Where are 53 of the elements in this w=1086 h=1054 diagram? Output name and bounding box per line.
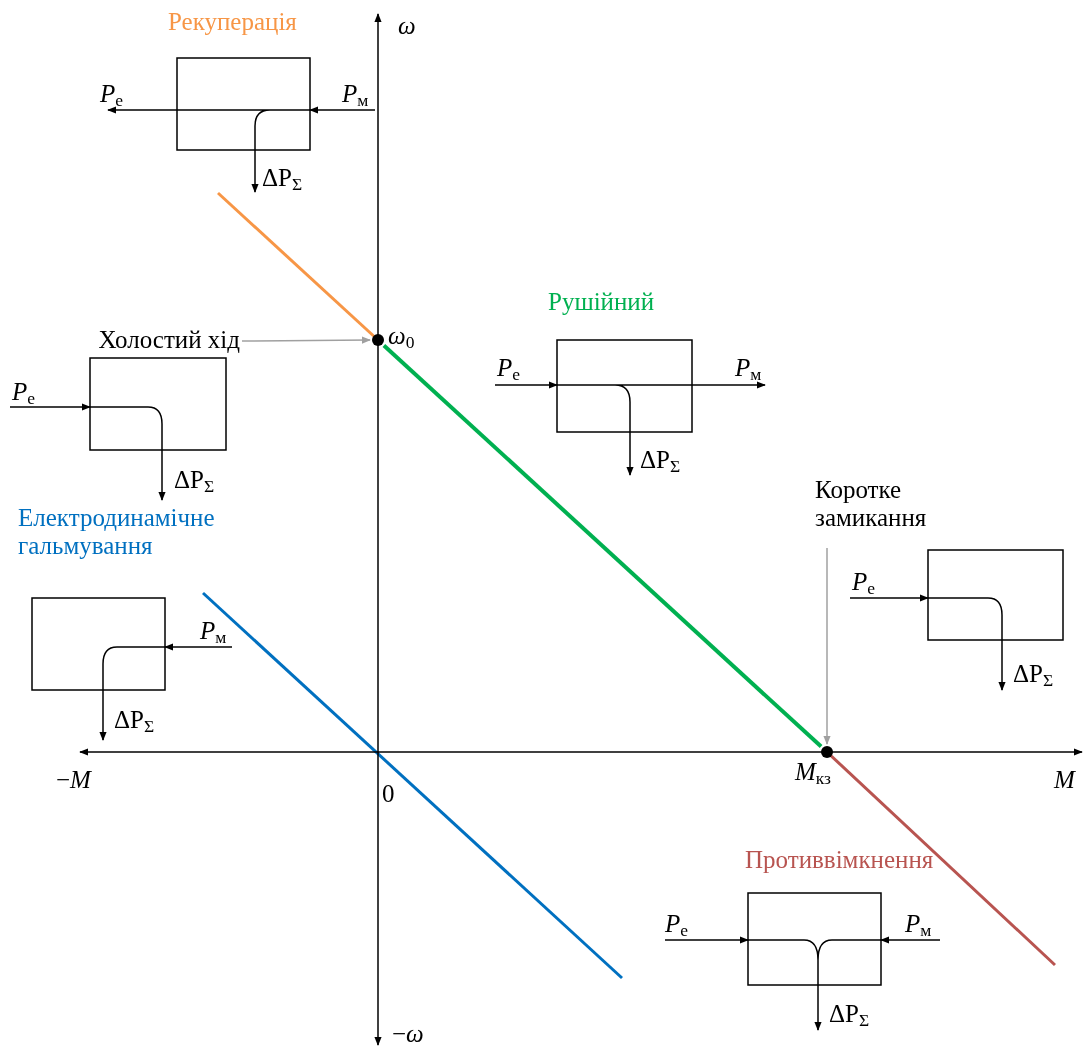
power-label: P$_{м}$: [735, 354, 762, 382]
arrow: [309, 106, 376, 114]
arrow: [849, 594, 929, 602]
power-label: P$_{е}$: [665, 910, 689, 938]
annotation-text: Холостий хід: [32, 326, 240, 354]
mode-label: Електродинамічне гальмування: [18, 504, 216, 559]
operating-point: [372, 334, 384, 346]
mode-label: Рушійний: [548, 288, 655, 316]
loss-label: ΔP$_{Σ}$: [114, 706, 155, 734]
point-label: ω$_{0}$: [388, 322, 415, 350]
axis-label: M: [1054, 766, 1075, 794]
arrow: [494, 381, 558, 389]
axis-label: ω: [398, 12, 416, 40]
arrow: [251, 149, 259, 193]
leader-arrow: [241, 336, 371, 344]
arrow: [691, 381, 766, 389]
loss-label: ΔP$_{Σ}$: [640, 446, 681, 474]
power-label: P$_{е}$: [852, 568, 876, 596]
arrow: [814, 984, 822, 1031]
loss-label: ΔP$_{Σ}$: [174, 466, 215, 494]
power-label: P$_{е}$: [497, 354, 521, 382]
power-label: P$_{м}$: [342, 80, 369, 108]
mode-label: Противвімкнення: [745, 846, 934, 874]
power-label: P$_{м}$: [905, 910, 932, 938]
arrow: [880, 936, 941, 944]
arrow: [664, 936, 749, 944]
energy-flow-box: [556, 339, 693, 433]
power-label: P$_{е}$: [12, 378, 36, 406]
axis-label: 0: [382, 780, 395, 808]
loss-label: ΔP$_{Σ}$: [829, 1000, 870, 1028]
mode-label: Рекуперація: [168, 8, 297, 36]
energy-flow-box: [927, 549, 1064, 641]
operating-point: [821, 746, 833, 758]
energy-flow-box: [176, 57, 311, 151]
power-label: P$_{м}$: [200, 617, 227, 645]
loss-label: ΔP$_{Σ}$: [1013, 660, 1054, 688]
axis-label: −ω: [392, 1020, 424, 1048]
arrow: [626, 431, 634, 476]
energy-flow-box: [89, 357, 227, 451]
arrow: [99, 689, 107, 741]
arrow: [107, 106, 178, 114]
leader-arrow: [823, 547, 831, 745]
arrow: [998, 639, 1006, 691]
energy-flow-box: [31, 597, 166, 691]
arrow: [9, 403, 91, 411]
axis-label: −M: [56, 766, 91, 794]
energy-flow-box: [747, 892, 882, 986]
power-label: P$_{е}$: [100, 80, 124, 108]
arrow: [158, 449, 166, 501]
point-label: M$_{кз}$: [795, 758, 831, 786]
annotation-text: Коротке замикання: [815, 476, 985, 531]
arrow: [164, 643, 233, 651]
loss-label: ΔP$_{Σ}$: [262, 164, 303, 192]
